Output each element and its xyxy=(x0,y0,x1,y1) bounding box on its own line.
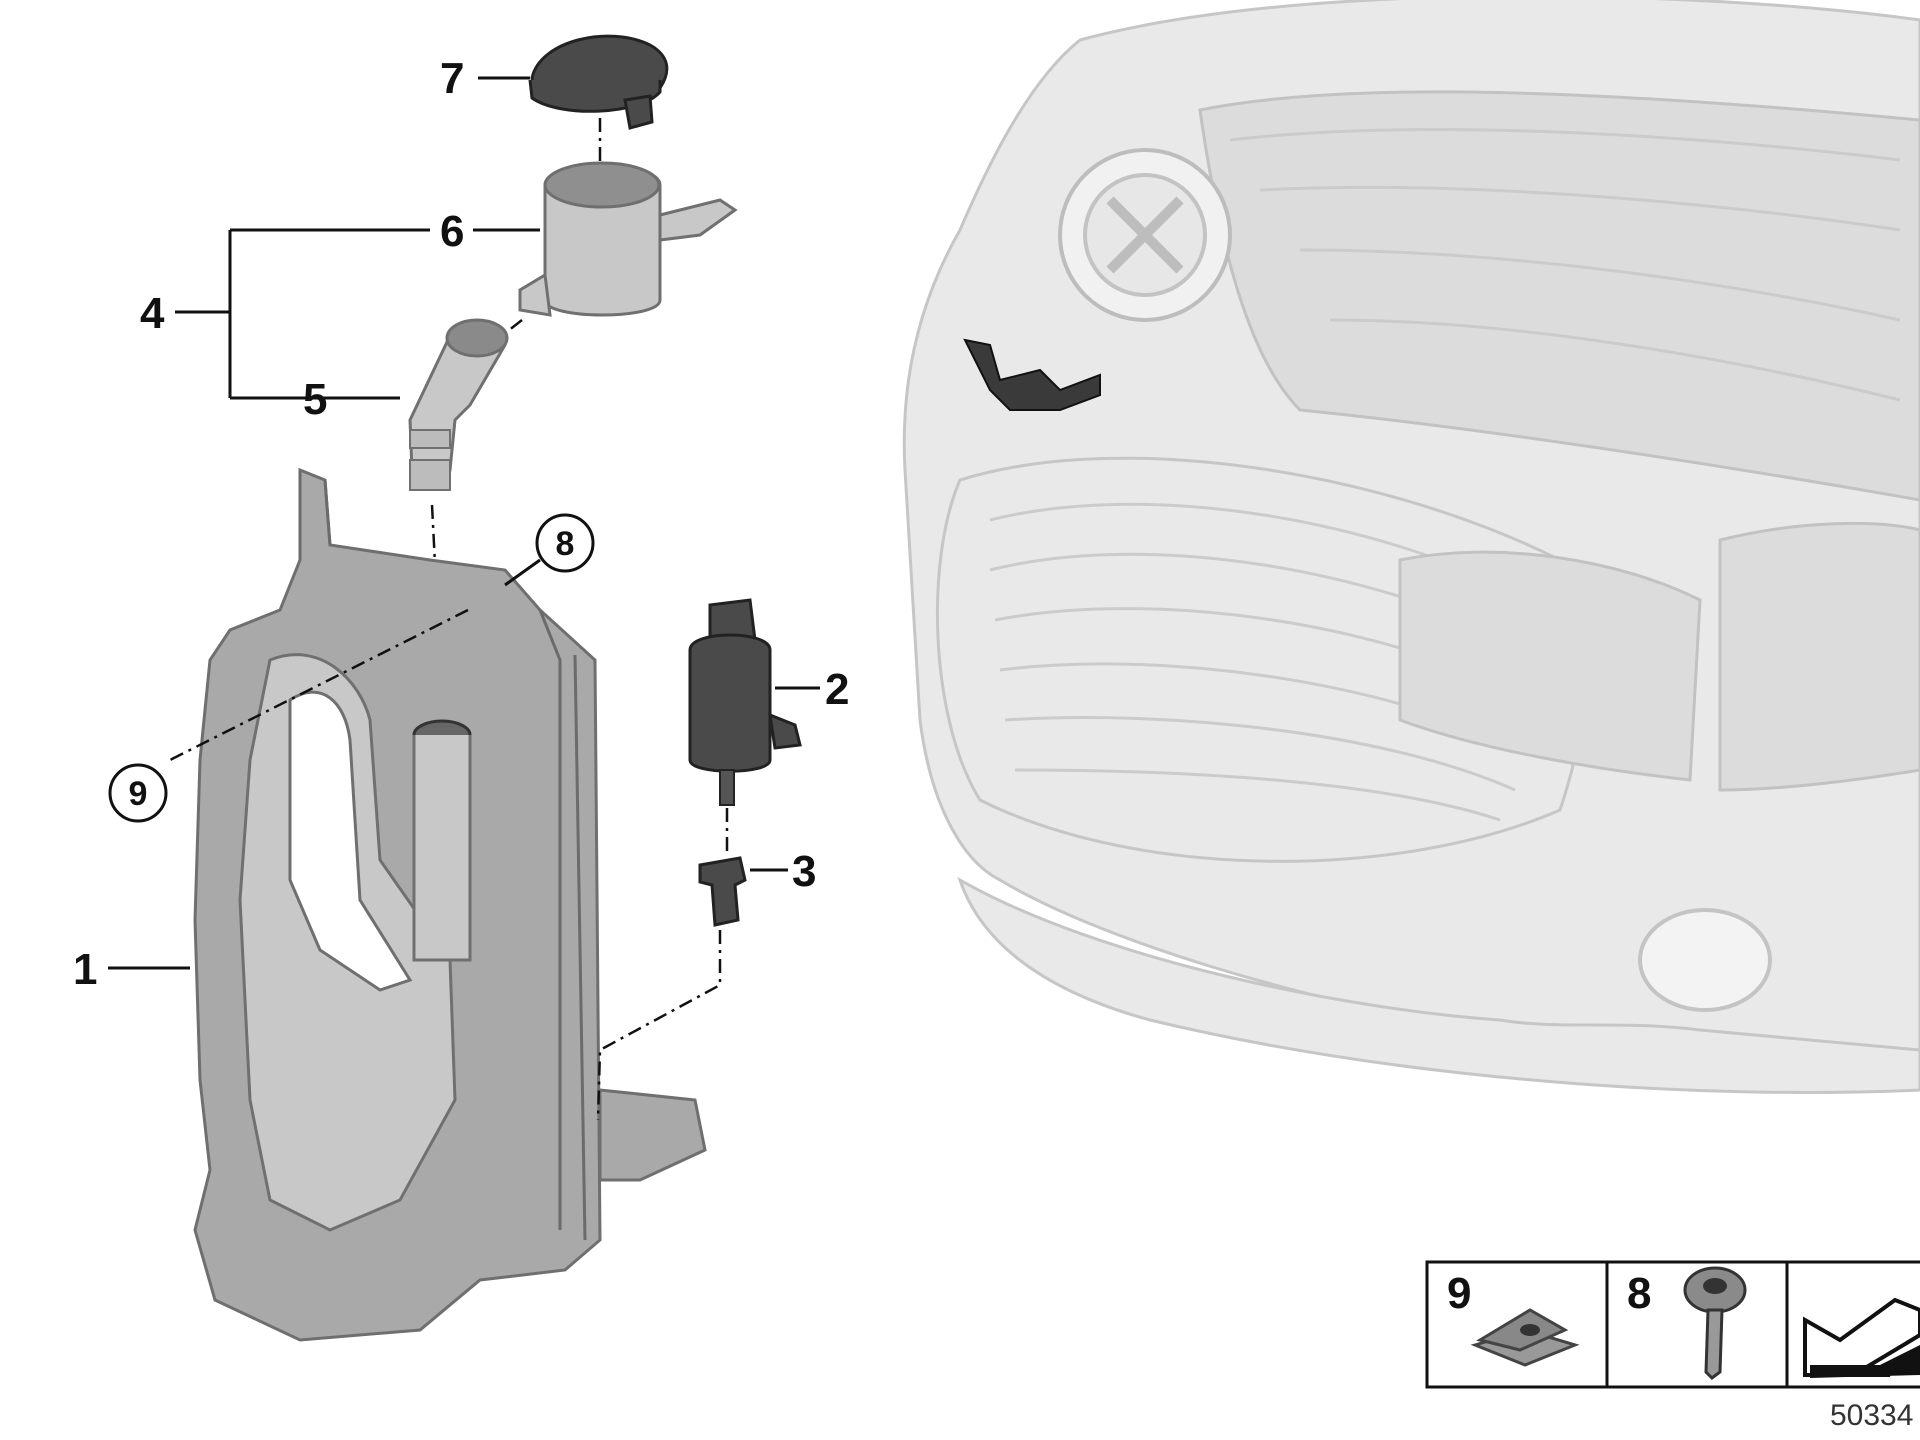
document-number: 50334 xyxy=(1830,1399,1913,1432)
screw-icon xyxy=(1683,1266,1747,1380)
legend-cell-location xyxy=(1803,1297,1920,1378)
legend-cell-8: 8 xyxy=(1627,1266,1747,1380)
callout-9-circled: 9 xyxy=(108,763,168,823)
svg-text:9: 9 xyxy=(1447,1269,1471,1318)
svg-text:9: 9 xyxy=(129,775,148,813)
vehicle-front-illustration xyxy=(902,0,1920,1094)
callout-7: 7 xyxy=(440,54,464,103)
reservoir-cap-in-vehicle xyxy=(1058,148,1232,322)
part-elbow-hose xyxy=(408,318,509,491)
hardware-legend: 9 8 xyxy=(1425,1260,1920,1389)
svg-text:8: 8 xyxy=(1627,1269,1651,1318)
part-grommet xyxy=(698,856,747,927)
reservoir-location-highlight xyxy=(963,338,1101,411)
callout-labels: 7 6 4 5 1 2 3 8 9 xyxy=(73,54,849,994)
legend-cell-9: 9 xyxy=(1447,1269,1580,1367)
leader-lines xyxy=(108,76,820,970)
callout-5: 5 xyxy=(303,375,327,424)
part-washer-reservoir xyxy=(193,467,707,1342)
part-filler-neck xyxy=(518,161,738,317)
callout-2: 2 xyxy=(825,665,849,714)
svg-text:8: 8 xyxy=(556,525,575,563)
part-filler-cap xyxy=(528,34,669,130)
callout-3: 3 xyxy=(792,847,816,896)
dash-3-1 xyxy=(596,930,722,1121)
callout-1: 1 xyxy=(73,945,97,994)
clip-nut-icon xyxy=(1470,1308,1580,1367)
callout-4: 4 xyxy=(140,289,165,338)
callout-6: 6 xyxy=(440,207,464,256)
callout-8-circled: 8 xyxy=(535,513,595,573)
location-arrow-icon xyxy=(1803,1297,1920,1378)
part-washer-pump xyxy=(688,598,802,806)
